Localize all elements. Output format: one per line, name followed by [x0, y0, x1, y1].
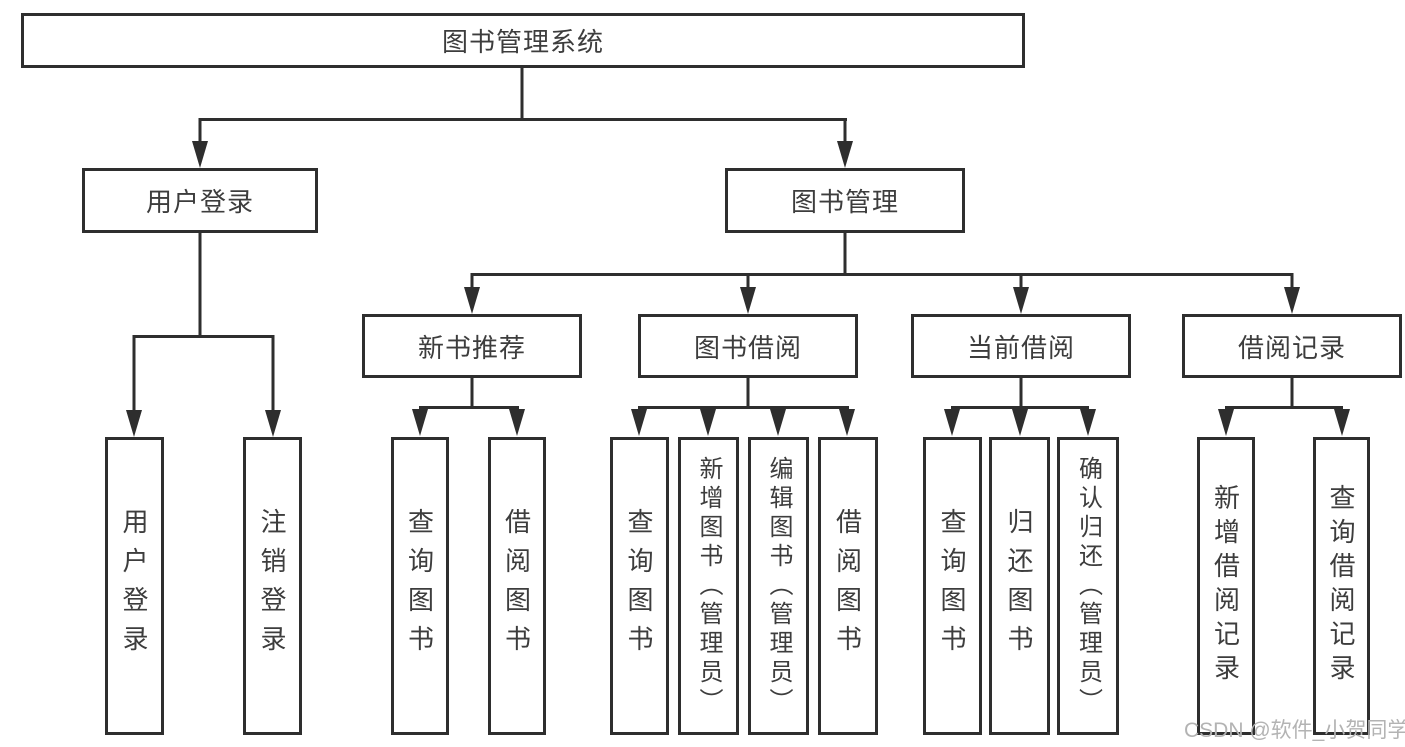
- leaf-query-borrow-record: 查询借阅记录: [1313, 437, 1370, 735]
- leaf-edit-book-admin: 编辑图书（管理员）: [748, 437, 809, 735]
- leaf-logout: 注销登录: [243, 437, 302, 735]
- connector-sec4-down: [1290, 378, 1294, 408]
- connector-root-hline: [199, 118, 847, 121]
- arrow-to-leaf-e2: [1334, 409, 1350, 436]
- node-book-borrow: 图书借阅: [638, 314, 858, 378]
- node-user-login-branch: 用户登录: [82, 168, 318, 233]
- leaf-user-login-label: 用户登录: [119, 508, 149, 664]
- connector-user-down: [198, 233, 202, 337]
- leaf-confirm-return-admin: 确认归还（管理员）: [1057, 437, 1119, 735]
- arrow-to-leaf-user-login: [126, 410, 142, 437]
- connector-user-stem: [198, 118, 202, 143]
- connector-mgmt-hline: [471, 273, 1293, 276]
- connector-sec1-hline: [419, 406, 519, 409]
- arrow-to-leaf-d2: [1012, 409, 1028, 436]
- leaf-add-book-admin-label: 新增图书（管理员）: [695, 455, 722, 717]
- node-borrow-records: 借阅记录: [1182, 314, 1402, 378]
- leaf-borrow-books-recommend: 借阅图书: [488, 437, 546, 735]
- connector-sec4-stem: [1290, 273, 1294, 289]
- arrow-to-user-login: [192, 141, 208, 168]
- leaf-query-books-borrow-label: 查询图书: [624, 508, 654, 664]
- arrow-to-leaf-c2: [700, 409, 716, 436]
- leaf-query-books-recommend: 查询图书: [391, 437, 449, 735]
- arrow-to-current-borrow: [1013, 287, 1029, 314]
- leaf-query-books-current-label: 查询图书: [937, 508, 967, 664]
- arrow-to-book-borrow: [740, 287, 756, 314]
- connector-sec1-down: [470, 378, 474, 408]
- leaf-return-book-label: 归还图书: [1004, 508, 1034, 664]
- connector-root-stem: [520, 68, 524, 120]
- node-new-book-recommend-label: 新书推荐: [417, 332, 526, 363]
- leaf-edit-book-admin-label: 编辑图书（管理员）: [765, 455, 792, 717]
- leaf-borrow-books-label: 借阅图书: [832, 508, 863, 664]
- connector-sec2-hline: [638, 406, 849, 409]
- leaf-logout-label: 注销登录: [257, 508, 287, 664]
- connector-mgmt-down: [843, 233, 847, 275]
- leaf-query-books-current: 查询图书: [923, 437, 982, 735]
- arrow-to-leaf-c4: [839, 409, 855, 436]
- arrow-to-leaf-c1: [631, 409, 647, 436]
- connector-sec4-hline: [1225, 406, 1343, 409]
- connector-sec3-down: [1019, 378, 1023, 408]
- arrow-to-leaf-d1: [944, 409, 960, 436]
- arrow-to-leaf-b2: [509, 409, 525, 436]
- arrow-to-leaf-c3: [770, 409, 786, 436]
- connector-leaf-a1-stem: [132, 335, 136, 411]
- connector-user-hline: [133, 335, 274, 338]
- arrow-to-leaf-e1: [1218, 409, 1234, 436]
- leaf-borrow-books: 借阅图书: [818, 437, 878, 735]
- arrow-to-leaf-logout: [265, 410, 281, 437]
- leaf-query-borrow-record-label: 查询借阅记录: [1326, 484, 1356, 688]
- leaf-add-borrow-record: 新增借阅记录: [1197, 437, 1255, 735]
- node-root: 图书管理系统: [21, 13, 1025, 68]
- leaf-add-book-admin: 新增图书（管理员）: [678, 437, 739, 735]
- watermark: CSDN @软件_小贺同学: [1184, 719, 1405, 742]
- arrow-to-leaf-d3: [1080, 409, 1096, 436]
- connector-sec3-stem: [1019, 273, 1023, 289]
- leaf-query-books-recommend-label: 查询图书: [404, 508, 435, 664]
- node-new-book-recommend: 新书推荐: [362, 314, 582, 378]
- leaf-query-books-borrow: 查询图书: [610, 437, 669, 735]
- arrow-to-leaf-b1: [412, 409, 428, 436]
- leaf-add-borrow-record-label: 新增借阅记录: [1210, 484, 1241, 688]
- leaf-borrow-books-recommend-label: 借阅图书: [501, 508, 532, 664]
- connector-mgmt-stem: [843, 118, 847, 143]
- leaf-return-book: 归还图书: [989, 437, 1050, 735]
- connector-sec2-down: [746, 378, 750, 408]
- connector-sec2-stem: [746, 273, 750, 289]
- arrow-to-book-management: [837, 141, 853, 168]
- node-current-borrow: 当前借阅: [911, 314, 1131, 378]
- arrow-to-borrow-records: [1284, 287, 1300, 314]
- leaf-user-login: 用户登录: [105, 437, 164, 735]
- node-current-borrow-label: 当前借阅: [966, 332, 1075, 363]
- arrow-to-new-book-recommend: [464, 287, 480, 314]
- connector-leaf-a2-stem: [271, 335, 275, 411]
- node-borrow-records-label: 借阅记录: [1237, 332, 1346, 363]
- node-root-label: 图书管理系统: [441, 27, 604, 57]
- node-book-management-label: 图书管理: [790, 187, 899, 217]
- connector-sec1-stem: [470, 273, 474, 289]
- leaf-confirm-return-admin-label: 确认归还（管理员）: [1074, 455, 1102, 717]
- connector-sec3-hline: [951, 406, 1089, 409]
- node-book-borrow-label: 图书借阅: [693, 332, 802, 363]
- node-user-login-branch-label: 用户登录: [145, 187, 254, 217]
- node-book-management: 图书管理: [725, 168, 965, 233]
